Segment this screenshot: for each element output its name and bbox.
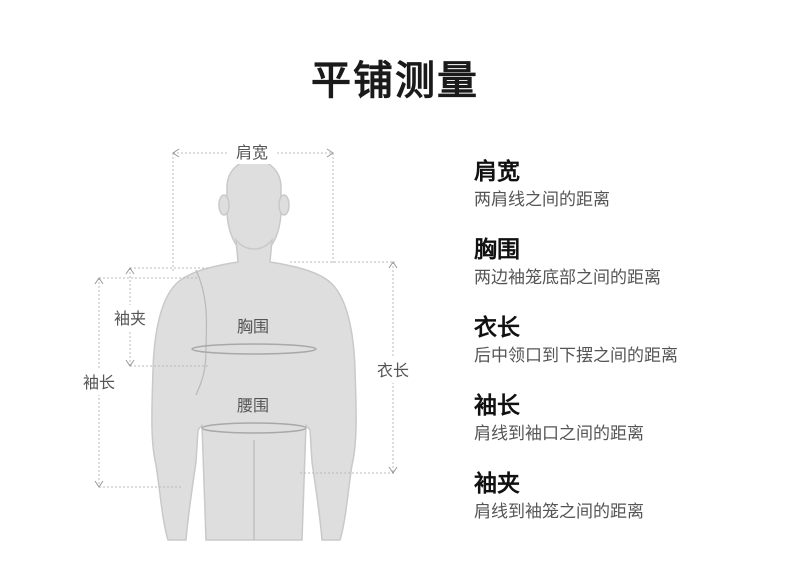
arrow-up-icon bbox=[125, 267, 135, 275]
legend-item-shoulder: 肩宽 两肩线之间的距离 bbox=[474, 158, 610, 211]
body-silhouette bbox=[151, 159, 357, 541]
waist-label: 腰围 bbox=[237, 396, 269, 415]
arrow-down-icon bbox=[94, 480, 104, 488]
legend-term: 肩宽 bbox=[474, 159, 520, 185]
legend-term: 袖长 bbox=[474, 393, 520, 419]
armhole-seam-line bbox=[195, 269, 208, 396]
arrow-down-icon bbox=[125, 359, 135, 367]
legend-term: 袖夹 bbox=[474, 471, 520, 497]
length-label: 衣长 bbox=[377, 361, 409, 380]
legend-desc: 两边袖笼底部之间的距离 bbox=[474, 268, 661, 288]
waist-ellipse bbox=[201, 422, 307, 434]
legend-desc: 后中领口到下摆之间的距离 bbox=[474, 346, 678, 366]
legend-item-length: 衣长 后中领口到下摆之间的距离 bbox=[474, 314, 678, 367]
arrow-up-icon bbox=[388, 261, 398, 269]
arrow-right-icon bbox=[326, 148, 334, 158]
chest-ellipse bbox=[191, 343, 317, 355]
legend-term: 胸围 bbox=[474, 237, 520, 263]
armhole-label: 袖夹 bbox=[114, 309, 146, 328]
chest-label: 胸围 bbox=[237, 317, 269, 336]
legend-desc: 两肩线之间的距离 bbox=[474, 190, 610, 210]
legend-desc: 肩线到袖笼之间的距离 bbox=[474, 502, 644, 522]
arrow-left-icon bbox=[172, 148, 180, 158]
legend-term: 衣长 bbox=[474, 315, 520, 341]
legend-item-sleeve: 袖长 肩线到袖口之间的距离 bbox=[474, 392, 644, 445]
legend-item-armhole: 袖夹 肩线到袖笼之间的距离 bbox=[474, 470, 644, 523]
arrow-down-icon bbox=[388, 466, 398, 474]
shoulder-label: 肩宽 bbox=[236, 143, 268, 162]
page-title: 平铺测量 bbox=[311, 58, 479, 104]
legend-item-chest: 胸围 两边袖笼底部之间的距离 bbox=[474, 236, 661, 289]
arrow-up-icon bbox=[94, 277, 104, 285]
sleeve-label: 袖长 bbox=[83, 373, 115, 392]
legend-desc: 肩线到袖口之间的距离 bbox=[474, 424, 644, 444]
